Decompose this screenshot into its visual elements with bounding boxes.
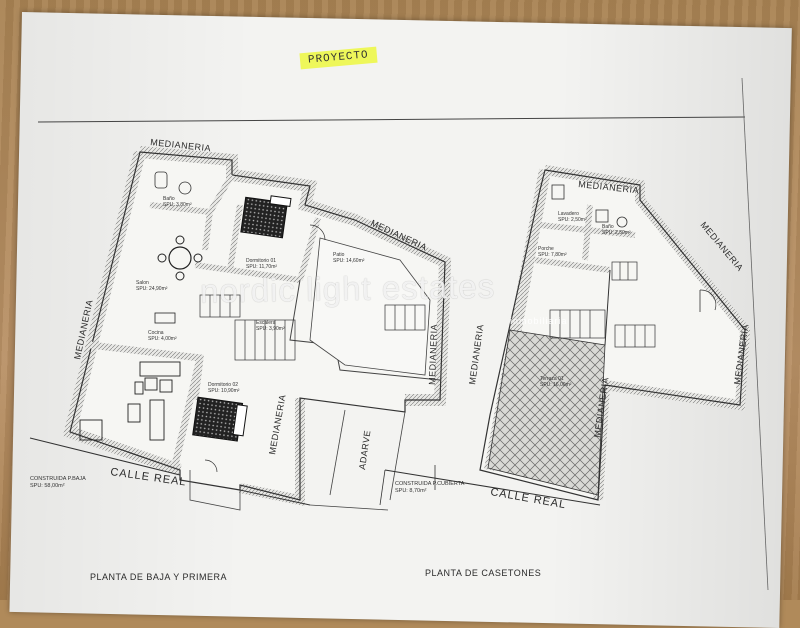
room-area: SPU: 4,00m² xyxy=(148,336,177,342)
built-area-label: CONSTRUIDA P.BAJA xyxy=(30,476,86,482)
dining-table-icon xyxy=(157,235,203,281)
frame-top-line xyxy=(37,116,746,123)
double-bed-icon xyxy=(240,195,292,239)
terrace-area xyxy=(487,329,606,496)
watermark-brand: nordic light estates xyxy=(199,267,496,310)
toilet-icon xyxy=(154,171,168,189)
room-label: Baño xyxy=(163,196,175,202)
room-area: SPU: 3,80m² xyxy=(163,202,192,208)
frame-right-line xyxy=(741,77,769,591)
room-area: SPU: 11,70m² xyxy=(246,264,277,270)
shower-icon xyxy=(595,209,609,223)
room-area: SPU: 14,60m² xyxy=(333,258,365,264)
room-area: SPU: 10,90m² xyxy=(208,388,240,394)
room-label: Patio xyxy=(333,252,345,258)
watermark-sub: inmobiliaria xyxy=(510,316,568,326)
medianeria-label: MEDIANERIA xyxy=(427,324,439,385)
built-area-label: CONSTRUIDA P.CUBIERTA xyxy=(395,481,465,487)
room-label: Dormitorio 02 xyxy=(208,382,238,388)
room-label: Salon xyxy=(136,280,149,286)
sink-icon xyxy=(178,181,192,195)
room-area: SPU: 2,50m² xyxy=(602,230,631,236)
room-label: Terraza 01 xyxy=(540,376,564,382)
room-label: Dormitorio 01 xyxy=(246,258,276,264)
medianeria-label: MEDIANERIA xyxy=(698,220,745,273)
left-floor-plan: MEDIANERIA MEDIANERIA MEDIANERIA MEDIANE… xyxy=(29,137,452,582)
room-label: Lavadero xyxy=(558,211,579,217)
room-area: SPU: 24,90m² xyxy=(136,286,168,292)
room-label: Baño xyxy=(602,224,614,230)
room-area: SPU: 3,90m² xyxy=(256,326,285,332)
built-area-value: SPU: 8,70m² xyxy=(395,488,427,494)
sofa-icon xyxy=(79,361,181,441)
room-label: Escalera xyxy=(256,320,276,326)
double-bed-icon xyxy=(192,396,248,442)
street-label: CALLE REAL xyxy=(489,486,567,511)
kitchen-sink-icon xyxy=(154,312,176,324)
room-area: SPU: 7,80m² xyxy=(538,252,567,258)
plan-caption: PLANTA DE BAJA Y PRIMERA xyxy=(90,572,227,582)
room-label: Porche xyxy=(538,246,554,252)
room-area: SPU: 16,00m² xyxy=(540,382,572,388)
plan-caption: PLANTA DE CASETONES xyxy=(425,568,541,578)
adarve-label: ADARVE xyxy=(357,429,372,470)
room-label: Cocina xyxy=(148,330,164,336)
floor-plan-drawing: MEDIANERIA MEDIANERIA MEDIANERIA MEDIANE… xyxy=(29,77,769,591)
medianeria-label: MEDIANERIA xyxy=(467,323,485,385)
room-area: SPU: 2,50m² xyxy=(558,217,587,223)
sink-icon xyxy=(616,216,628,228)
built-area-value: SPU: 58,00m² xyxy=(30,483,65,489)
washer-icon xyxy=(551,184,565,200)
